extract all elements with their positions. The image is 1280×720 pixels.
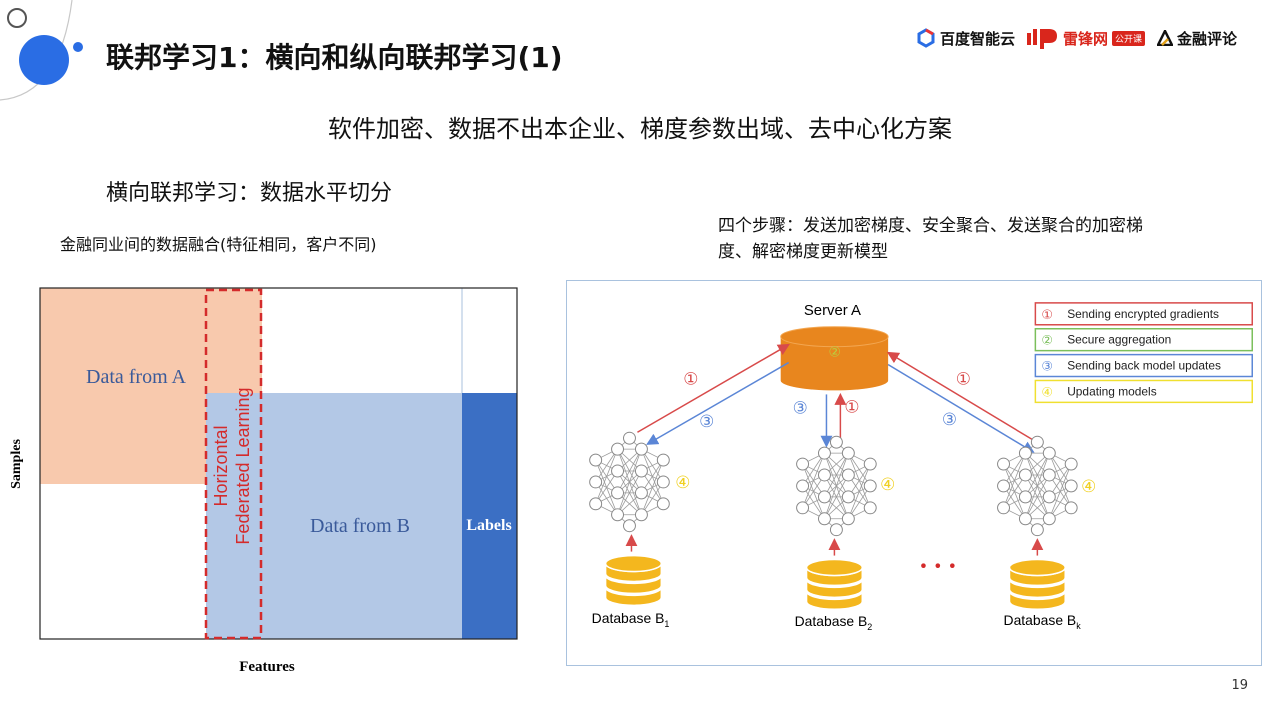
federated-workflow-diagram: Server A ② ① ③ ① ③ ① ③ ④ ④ ④ • • • Datab…	[566, 280, 1262, 666]
left-caption: 金融同业间的数据融合(特征相同，客户不同)	[60, 235, 377, 254]
step3-mid: ③	[793, 397, 808, 417]
baidu-logo: 百度智能云	[916, 28, 1015, 49]
partner-logos: 百度智能云 雷锋网 公开课 金融评论	[916, 20, 1237, 56]
database-icon-3	[1008, 558, 1066, 611]
data-a-label: Data from A	[86, 366, 187, 388]
legend-box-2	[1034, 328, 1253, 352]
server-step2-mark: ②	[828, 345, 840, 361]
hfl-label-line2: Federated Learning	[233, 387, 253, 544]
legend-text-1: Sending encrypted gradients	[1067, 307, 1219, 321]
legend-mark-3: ③	[1041, 360, 1053, 375]
legend-mark-2: ②	[1041, 334, 1053, 349]
server-cylinder	[780, 326, 889, 391]
db1-label: Database B1	[592, 610, 670, 629]
labels-label: Labels	[466, 517, 511, 534]
db2-label: Database B2	[795, 613, 873, 632]
legend-mark-4: ④	[1041, 385, 1053, 400]
step4-2: ④	[880, 474, 895, 494]
frame	[39, 287, 518, 640]
page-number: 19	[1231, 678, 1248, 693]
legend-text-2: Secure aggregation	[1067, 333, 1171, 347]
arrow-right-up	[886, 351, 1034, 441]
arrow-left-down	[646, 361, 790, 445]
legend-mark-1: ①	[1041, 308, 1053, 323]
leiphone-badge: 公开课	[1112, 30, 1146, 46]
features-axis-label: Features	[239, 659, 295, 675]
left-heading: 横向联邦学习：数据水平切分	[106, 181, 393, 206]
step1-left: ①	[683, 368, 698, 388]
step1-mid: ①	[844, 396, 859, 416]
decorative-circles	[0, 0, 83, 101]
slide-title: 联邦学习1：横向和纵向联邦学习(1)	[106, 41, 563, 74]
finance-review-logo: 金融评论	[1157, 28, 1237, 49]
data-b-block	[206, 393, 462, 639]
arrow-left-up	[637, 343, 790, 433]
hfl-label-line1: Horizontal	[211, 425, 231, 506]
legend-box-3	[1034, 353, 1253, 378]
leiphone-logo: 雷锋网 公开课	[1027, 27, 1146, 49]
hfl-dashed-box	[204, 288, 263, 640]
server-label: Server A	[804, 302, 861, 319]
step4-3: ④	[1081, 476, 1096, 496]
legend-text-3: Sending back model updates	[1067, 359, 1221, 373]
slide-subtitle: 软件加密、数据不出本企业、梯度参数出域、去中心化方案	[328, 115, 952, 143]
ellipsis: • • •	[919, 556, 957, 575]
samples-axis-label: Samples	[9, 439, 24, 489]
leiphone-logo-text: 雷锋网	[1063, 29, 1109, 48]
database-icon-2	[805, 558, 864, 611]
horizontal-fl-diagram: Data from A Data from B Labels Horizonta…	[9, 287, 518, 675]
labels-block	[462, 393, 517, 639]
legend-box-1	[1034, 302, 1253, 326]
finance-review-text: 金融评论	[1177, 29, 1238, 48]
neural-net-icon-1	[589, 431, 670, 533]
legend-box-4	[1034, 379, 1253, 404]
arrow-right-down	[887, 363, 1035, 453]
leiphone-icon	[1027, 29, 1058, 49]
step3-left: ③	[699, 411, 714, 431]
neural-net-icon-2	[796, 435, 877, 537]
step3-right: ③	[942, 409, 957, 429]
database-icon-1	[604, 554, 663, 607]
dbk-label: Database Bk	[1004, 612, 1082, 631]
legend-text-4: Updating models	[1067, 384, 1157, 398]
finance-review-icon	[1157, 30, 1174, 46]
data-b-label: Data from B	[310, 515, 410, 537]
step1-right: ①	[956, 368, 971, 388]
baidu-logo-text: 百度智能云	[940, 29, 1016, 48]
baidu-cloud-icon	[917, 28, 935, 48]
right-caption: 四个步骤：发送加密梯度、安全聚合、发送聚合的加密梯度、解密梯度更新模型	[718, 216, 1143, 262]
step4-1: ④	[675, 472, 690, 492]
legend: ① Sending encrypted gradients ② Secure aggr…	[1034, 302, 1253, 404]
neural-net-icon-3	[997, 435, 1078, 537]
